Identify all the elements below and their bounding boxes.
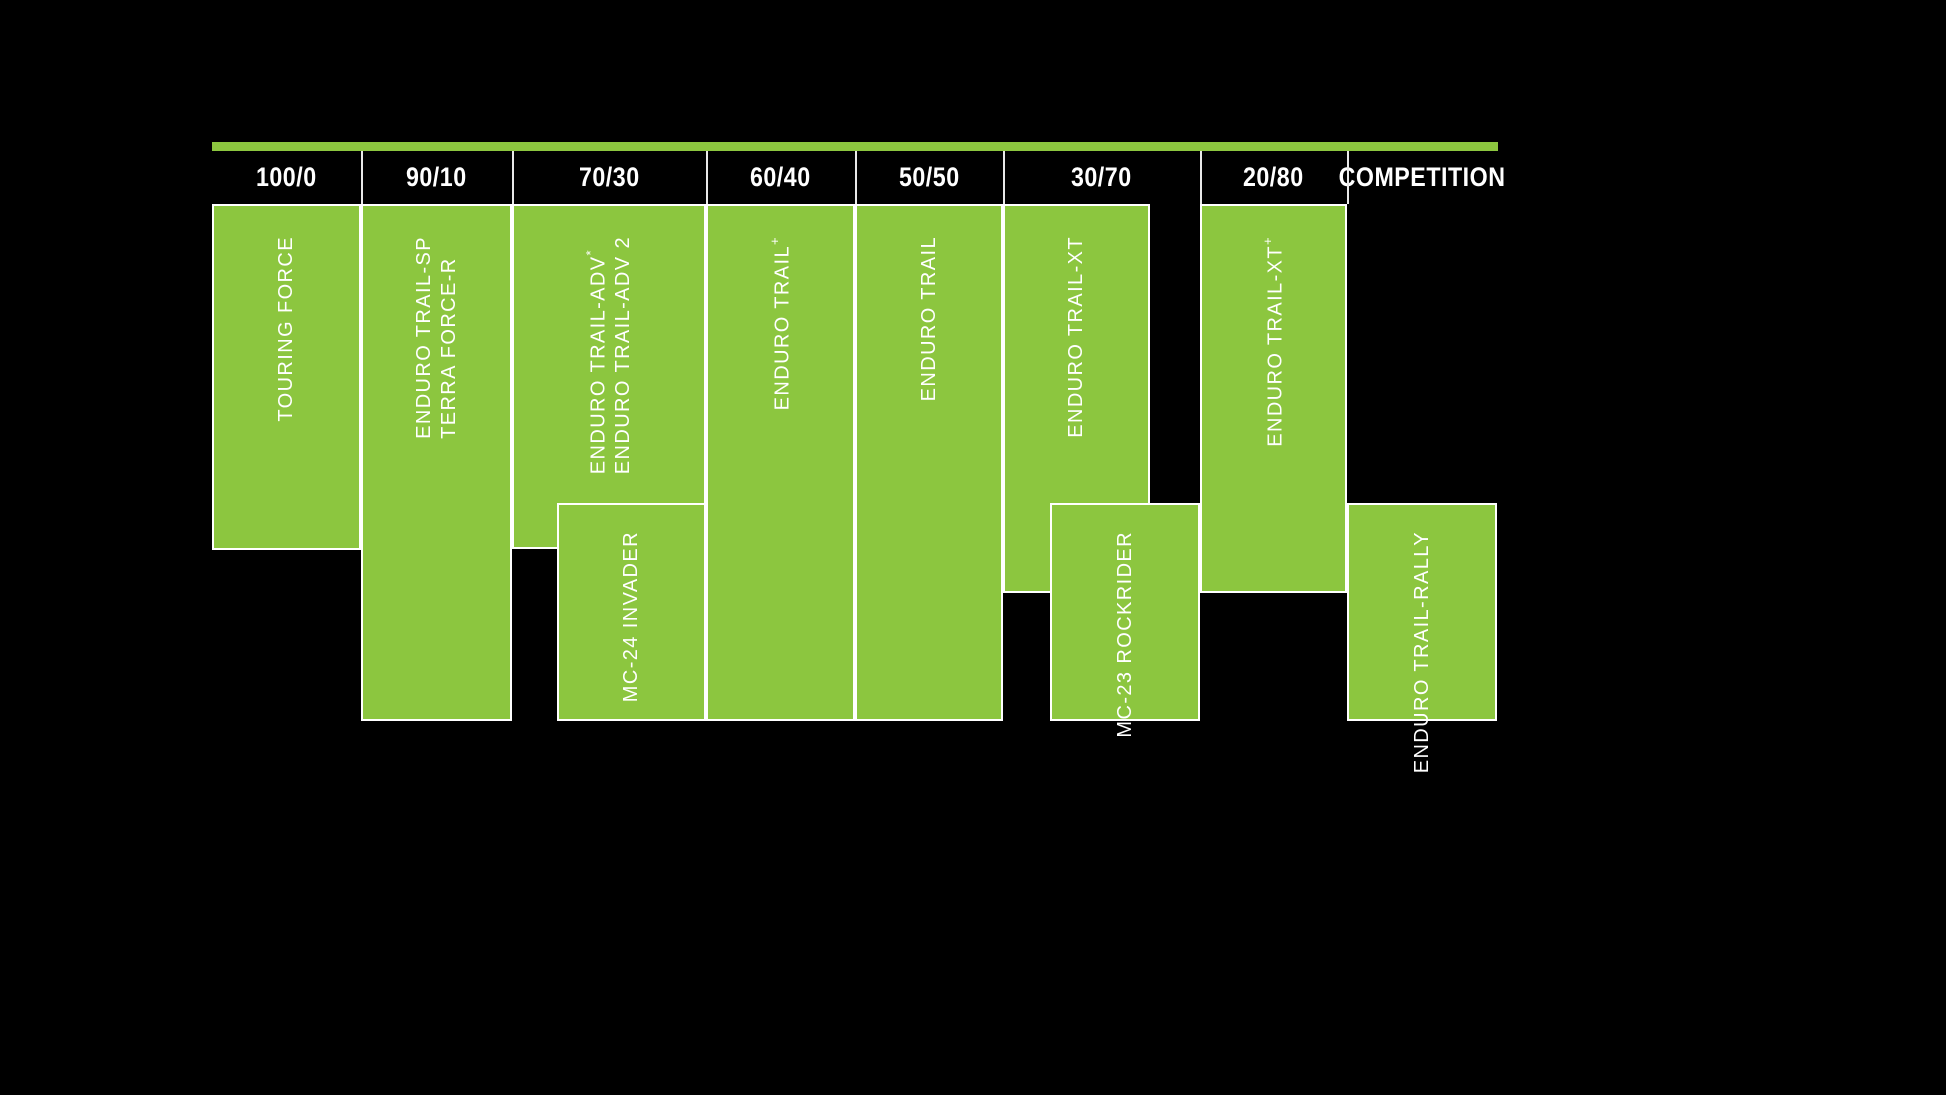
bar-mc-23-rockrider[interactable]: MC-23 ROCKRIDER <box>1050 503 1200 738</box>
bar-enduro-trail-rally[interactable]: ENDURO TRAIL-RALLY <box>1347 503 1497 773</box>
header-cell-label: 60/40 <box>750 162 811 192</box>
header-divider <box>361 151 363 204</box>
header-cell-label: 30/70 <box>1071 162 1132 192</box>
header-cell-70-30[interactable]: 70/30 <box>512 151 706 204</box>
bar-label: ENDURO TRAIL+ <box>766 236 794 411</box>
header-cell-competition[interactable]: COMPETITION <box>1339 151 1505 204</box>
bar-mc-24-invader[interactable]: MC-24 INVADER <box>557 503 706 721</box>
bar-label: ENDURO TRAIL-SP <box>412 236 435 439</box>
bar-enduro-trail-xt-plus[interactable]: ENDURO TRAIL-XT+ <box>1200 204 1347 593</box>
bar-label: TOURING FORCE <box>275 236 297 422</box>
header-divider <box>1200 151 1202 204</box>
bar-label: ENDURO TRAIL-XT+ <box>1259 236 1287 447</box>
header-cell-50-50[interactable]: 50/50 <box>855 151 1003 204</box>
bar-label-group: ENDURO TRAIL+ <box>708 236 853 713</box>
header-cell-100-0[interactable]: 100/0 <box>212 151 361 204</box>
header-cell-label: COMPETITION <box>1338 162 1506 192</box>
header-divider <box>1347 151 1349 204</box>
ratio-header-row: 100/0 90/10 70/30 60/40 50/50 30/70 20/80 COMPE… <box>212 151 1505 204</box>
bar-label-group: TOURING FORCE <box>214 236 359 542</box>
header-cell-90-10[interactable]: 90/10 <box>361 151 512 204</box>
header-cell-30-70[interactable]: 30/70 <box>1003 151 1200 204</box>
header-cell-label: 90/10 <box>406 162 467 192</box>
header-cell-20-80[interactable]: 20/80 <box>1200 151 1347 204</box>
bar-touring-force[interactable]: TOURING FORCE <box>212 204 361 550</box>
bar-label: MC-24 INVADER <box>620 531 642 703</box>
bar-label: ENDURO TRAIL-RALLY <box>1410 531 1433 774</box>
bar-label: ENDURO TRAIL-XT <box>1065 236 1087 438</box>
bar-label: ENDURO TRAIL <box>917 236 940 402</box>
bar-label-group: ENDURO TRAIL-RALLY <box>1349 531 1495 773</box>
bar-label: MC-23 ROCKRIDER <box>1113 531 1136 738</box>
bar-label-group: ENDURO TRAIL <box>857 236 1001 713</box>
bar-label-group: ENDURO TRAIL-XT+ <box>1202 236 1345 585</box>
header-cell-label: 20/80 <box>1243 162 1304 192</box>
bar-label-group: MC-23 ROCKRIDER <box>1052 531 1198 738</box>
bar-label: TERRA FORCE-R <box>437 257 460 439</box>
bar-enduro-trail[interactable]: ENDURO TRAIL <box>855 204 1003 721</box>
header-divider <box>1003 151 1005 204</box>
header-cell-label: 50/50 <box>898 162 960 192</box>
header-divider <box>706 151 708 204</box>
top-accent-rule <box>212 142 1498 151</box>
header-cell-label: 100/0 <box>256 162 317 192</box>
bar-label-group: MC-24 INVADER <box>559 531 704 713</box>
bar-enduro-trail-plus[interactable]: ENDURO TRAIL+ <box>706 204 855 721</box>
header-divider <box>855 151 857 204</box>
header-cell-label: 70/30 <box>578 162 640 192</box>
bar-label: ENDURO TRAIL-ADV* <box>582 249 610 475</box>
bar-label: ENDURO TRAIL-ADV 2 <box>612 236 635 475</box>
header-cell-60-40[interactable]: 60/40 <box>706 151 855 204</box>
header-divider <box>512 151 514 204</box>
